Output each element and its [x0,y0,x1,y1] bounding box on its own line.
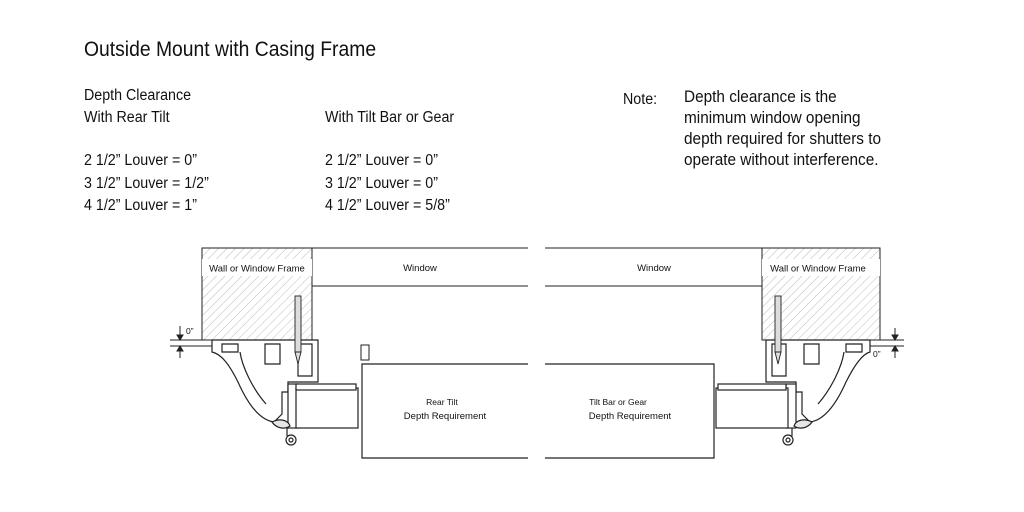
right-depth-box [545,363,715,459]
right-window-label: Window [637,263,671,274]
note-line: Depth clearance is the [684,88,837,106]
right-window [545,247,762,287]
rear-tilt-heading-2: With Rear Tilt [84,109,170,126]
left-dim-marker [170,326,212,358]
note-label: Note: [623,91,658,108]
left-box-line1: Rear Tilt [426,397,458,407]
left-window-label: Window [403,263,437,274]
note-line: operate without interference. [684,151,879,169]
tilt-bar-row: 2 1/2” Louver = 0” [325,152,438,169]
left-depth-box [361,363,528,459]
right-panel-edge [715,383,813,446]
rear-tilt-row: 3 1/2” Louver = 1/2” [84,175,209,192]
left-casing-frame [211,339,319,423]
right-box-line1: Tilt Bar or Gear [589,397,647,407]
page-title: Outside Mount with Casing Frame [84,38,377,61]
tilt-bar-heading: With Tilt Bar or Gear [325,109,455,126]
right-screw [774,295,782,365]
left-window [312,247,528,287]
rear-tilt-row: 4 1/2” Louver = 1” [84,197,197,214]
left-panel-edge [271,383,359,446]
left-box-line2: Depth Requirement [404,411,487,422]
right-casing-frame [765,339,871,423]
tilt-bar-row: 4 1/2” Louver = 5/8” [325,197,450,214]
right-box-line2: Depth Requirement [589,411,672,422]
right-frame-label: Wall or Window Frame [770,264,866,275]
left-dim-label: 0” [186,326,194,336]
right-dim-marker [870,328,904,358]
left-screw [294,295,302,365]
right-dim-label: 0” [873,349,881,359]
tilt-bar-row: 3 1/2” Louver = 0” [325,175,438,192]
right-frame-label-bg [762,259,880,276]
note-line: depth required for shutters to [684,130,882,148]
left-small-tab [360,344,370,361]
left-frame-label: Wall or Window Frame [209,264,305,275]
note-line: minimum window opening [684,109,861,127]
rear-tilt-row: 2 1/2” Louver = 0” [84,152,197,169]
rear-tilt-heading-1: Depth Clearance [84,87,192,104]
left-frame-label-bg [202,259,312,276]
